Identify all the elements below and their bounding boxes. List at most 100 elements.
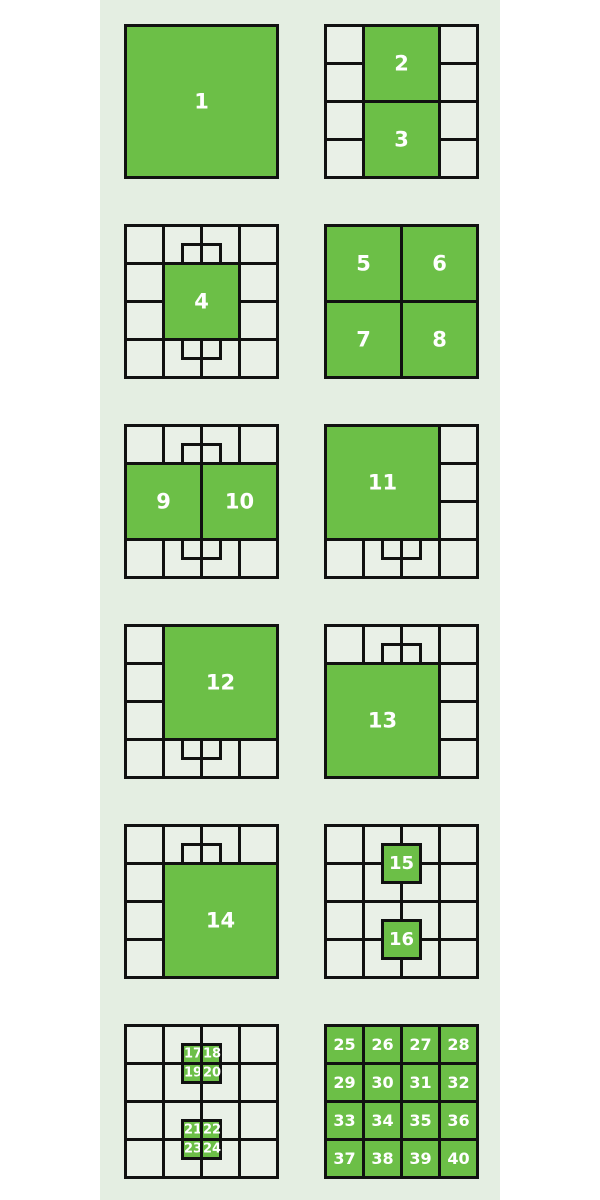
panel-2-cell-3 <box>324 138 365 179</box>
panel-9-tile-10[interactable]: 10 <box>200 462 279 541</box>
panel-25-tile-label-34: 34 <box>371 1110 394 1130</box>
panel-25-tile-28[interactable]: 28 <box>438 1024 479 1065</box>
panel-15-cell-7 <box>438 862 479 903</box>
panel-9: 9 10 <box>124 424 280 580</box>
panel-17-tile-label-21: 21 <box>184 1122 203 1138</box>
panel-25-tile-27[interactable]: 27 <box>400 1024 441 1065</box>
panel-4-tile-label-4: 4 <box>194 289 209 313</box>
panel-2-cell-0 <box>324 24 365 65</box>
panel-12-cell-2 <box>124 700 165 741</box>
panel-5-tile-7[interactable]: 7 <box>324 300 403 379</box>
panel-9-cell-3 <box>238 424 279 465</box>
panel-2-cell-7 <box>438 138 479 179</box>
panel-4-cell-3 <box>238 224 279 265</box>
panel-13-cell-5 <box>438 700 479 741</box>
panel-25-tile-30[interactable]: 30 <box>362 1062 403 1103</box>
panel-14-tile-14[interactable]: 14 <box>162 862 279 979</box>
panel-25-tile-label-32: 32 <box>447 1072 470 1092</box>
panel-2-tile-label-3: 3 <box>394 127 409 151</box>
panel-25-tile-38[interactable]: 38 <box>362 1138 403 1179</box>
panel-13-cell-4 <box>438 662 479 703</box>
panel-9-tile-9[interactable]: 9 <box>124 462 203 541</box>
panel-11-cell-6 <box>438 538 479 579</box>
panel-14: 14 <box>124 824 280 980</box>
panel-13-cell-6 <box>438 738 479 779</box>
panel-17-cell-0 <box>124 1024 165 1065</box>
panel-11-tile-11[interactable]: 11 <box>324 424 441 541</box>
panel-25-tile-label-26: 26 <box>371 1034 394 1054</box>
panel-4-tile-4[interactable]: 4 <box>162 262 241 341</box>
panel-25-tile-32[interactable]: 32 <box>438 1062 479 1103</box>
panel-25-tile-40[interactable]: 40 <box>438 1138 479 1179</box>
panel-12-cell-3 <box>124 738 165 779</box>
panel-17-cell-12 <box>124 1138 165 1179</box>
panel-25-tile-label-28: 28 <box>447 1034 470 1054</box>
panel-25-tile-34[interactable]: 34 <box>362 1100 403 1141</box>
panel-13-tile-13[interactable]: 13 <box>324 662 441 779</box>
panel-25-tile-35[interactable]: 35 <box>400 1100 441 1141</box>
panel-13-cell-0 <box>324 624 365 665</box>
panel-25-tile-label-30: 30 <box>371 1072 394 1092</box>
panel-13-cell-3 <box>438 624 479 665</box>
panel-17-cell-3 <box>238 1024 279 1065</box>
panel-12-cell-1 <box>124 662 165 703</box>
panel-17-cell-11 <box>238 1100 279 1141</box>
panel-15-tile-16[interactable]: 16 <box>381 919 422 960</box>
panel-4-cell-8 <box>124 338 165 379</box>
panel-17-cell-7 <box>238 1062 279 1103</box>
panel-12-tile-12[interactable]: 12 <box>162 624 279 741</box>
panel-15-cell-15 <box>438 938 479 979</box>
panel-12-cell-6 <box>238 738 279 779</box>
panel-11-tile-label-11: 11 <box>367 470 398 494</box>
panel-15-tile-15[interactable]: 15 <box>381 843 422 884</box>
panel-2-tile-2[interactable]: 2 <box>362 24 441 103</box>
panel-17-cell-15 <box>238 1138 279 1179</box>
panel-2-tile-3[interactable]: 3 <box>362 100 441 179</box>
panel-25-tile-39[interactable]: 39 <box>400 1138 441 1179</box>
panel-25-tile-label-29: 29 <box>333 1072 356 1092</box>
panel-14-cell-4 <box>124 862 165 903</box>
panel-15-cell-0 <box>324 824 365 865</box>
panel-5-tile-label-8: 8 <box>432 327 447 351</box>
panel-17-tile-label-24: 24 <box>203 1141 222 1157</box>
panel-25-tile-36[interactable]: 36 <box>438 1100 479 1141</box>
panel-15-tile-label-16: 16 <box>388 928 415 950</box>
panel-4-cell-0 <box>124 224 165 265</box>
panel-11-subcell-1 <box>400 538 422 560</box>
panel-17-tile-24[interactable]: 24 <box>200 1138 222 1160</box>
panel-4-cell-7 <box>238 300 279 341</box>
panel-17-tile-label-20: 20 <box>203 1065 222 1081</box>
panel-1: 1 <box>124 24 280 180</box>
panel-25-tile-26[interactable]: 26 <box>362 1024 403 1065</box>
panel-25-tile-31[interactable]: 31 <box>400 1062 441 1103</box>
panel-11: 11 <box>324 424 480 580</box>
panel-14-tile-label-14: 14 <box>205 908 236 932</box>
panel-1-tile-1[interactable]: 1 <box>124 24 279 179</box>
panel-25-tile-33[interactable]: 33 <box>324 1100 365 1141</box>
panel-15-tile-label-15: 15 <box>388 852 415 874</box>
panel-25-tile-label-35: 35 <box>409 1110 432 1130</box>
panel-5-tile-label-7: 7 <box>356 327 371 351</box>
panel-2-cell-4 <box>438 24 479 65</box>
panel-11-cell-3 <box>324 538 365 579</box>
panel-25-tile-25[interactable]: 25 <box>324 1024 365 1065</box>
panel-2-tile-label-2: 2 <box>394 51 409 75</box>
panel-5-tile-6[interactable]: 6 <box>400 224 479 303</box>
panel-12-tile-label-12: 12 <box>205 670 236 694</box>
panel-25-tile-label-31: 31 <box>409 1072 432 1092</box>
panel-17-tile-20[interactable]: 20 <box>200 1062 222 1084</box>
panel-25-tile-label-36: 36 <box>447 1110 470 1130</box>
panel-25-tile-29[interactable]: 29 <box>324 1062 365 1103</box>
panel-25-tile-37[interactable]: 37 <box>324 1138 365 1179</box>
panel-5-tile-8[interactable]: 8 <box>400 300 479 379</box>
panel-12: 12 <box>124 624 280 780</box>
panel-17-tile-label-17: 17 <box>184 1046 203 1062</box>
panel-9-tile-label-9: 9 <box>156 489 171 513</box>
panel-11-cell-2 <box>438 500 479 541</box>
panel-5-tile-5[interactable]: 5 <box>324 224 403 303</box>
